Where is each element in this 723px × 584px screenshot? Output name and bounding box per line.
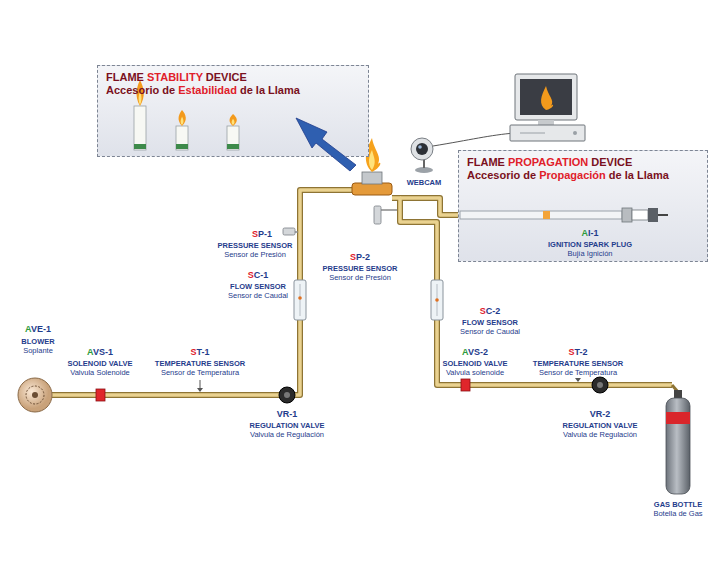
tag-code: SP-1 — [252, 229, 272, 239]
spanish-name: Botella de Gas — [653, 509, 702, 518]
spanish-name: Valvula solenoide — [446, 368, 504, 377]
part-name: TEMPERATURE SENSOR — [533, 359, 623, 368]
panel-title: FLAME STABILITY DEVICE — [106, 71, 360, 84]
spanish-name: Sensor de Caudal — [460, 327, 520, 336]
part-name: IGNITION SPARK PLUG — [548, 240, 632, 249]
part-name: REGULATION VALVE — [250, 421, 325, 430]
part-name: PRESSURE SENSOR — [322, 264, 397, 273]
part-name: PRESSURE SENSOR — [217, 241, 292, 250]
tag-code: SC-1 — [248, 270, 269, 280]
tag-code: AVE-1 — [25, 324, 51, 334]
part-name: BLOWER — [21, 337, 54, 346]
panel-subtitle: Accesorio de Propagación de la Llama — [467, 169, 699, 182]
panel-title: FLAME PROPAGATION DEVICE — [467, 156, 699, 169]
spanish-name: Soplante — [23, 346, 53, 355]
spanish-name: Sensor de Temperatura — [161, 368, 239, 377]
tag-code: SC-2 — [480, 306, 501, 316]
spanish-name: Bujía Ignición — [567, 249, 612, 258]
tag-code: AI-1 — [581, 228, 598, 238]
tag-code: VR-2 — [590, 409, 611, 419]
part-name: TEMPERATURE SENSOR — [155, 359, 245, 368]
part-name: SOLENOID VALVE — [67, 359, 132, 368]
tag-code: ST-2 — [568, 347, 587, 357]
spanish-name: Sensor de Presión — [224, 250, 286, 259]
part-name: WEBCAM — [407, 178, 442, 187]
tag-code: AVS-2 — [462, 347, 488, 357]
spanish-name: Sensor de Presión — [329, 273, 391, 282]
part-name: REGULATION VALVE — [563, 421, 638, 430]
spanish-name: Valvula Solenoide — [70, 368, 130, 377]
tag-code: SP-2 — [350, 252, 370, 262]
part-name: FLOW SENSOR — [230, 282, 286, 291]
spanish-name: Sensor de Caudal — [228, 291, 288, 300]
panel-subtitle: Accesorio de Estabilidad de la Llama — [106, 84, 360, 97]
spanish-name: Valvula de Regulación — [563, 430, 637, 439]
tag-code: AVS-1 — [87, 347, 113, 357]
spanish-name: Valvula de Regulación — [250, 430, 324, 439]
part-name: FLOW SENSOR — [462, 318, 518, 327]
part-name: SOLENOID VALVE — [442, 359, 507, 368]
part-name: GAS BOTTLE — [654, 500, 702, 509]
tag-code: ST-1 — [190, 347, 209, 357]
tag-code: VR-1 — [277, 409, 298, 419]
spanish-name: Sensor de Temperatura — [539, 368, 617, 377]
